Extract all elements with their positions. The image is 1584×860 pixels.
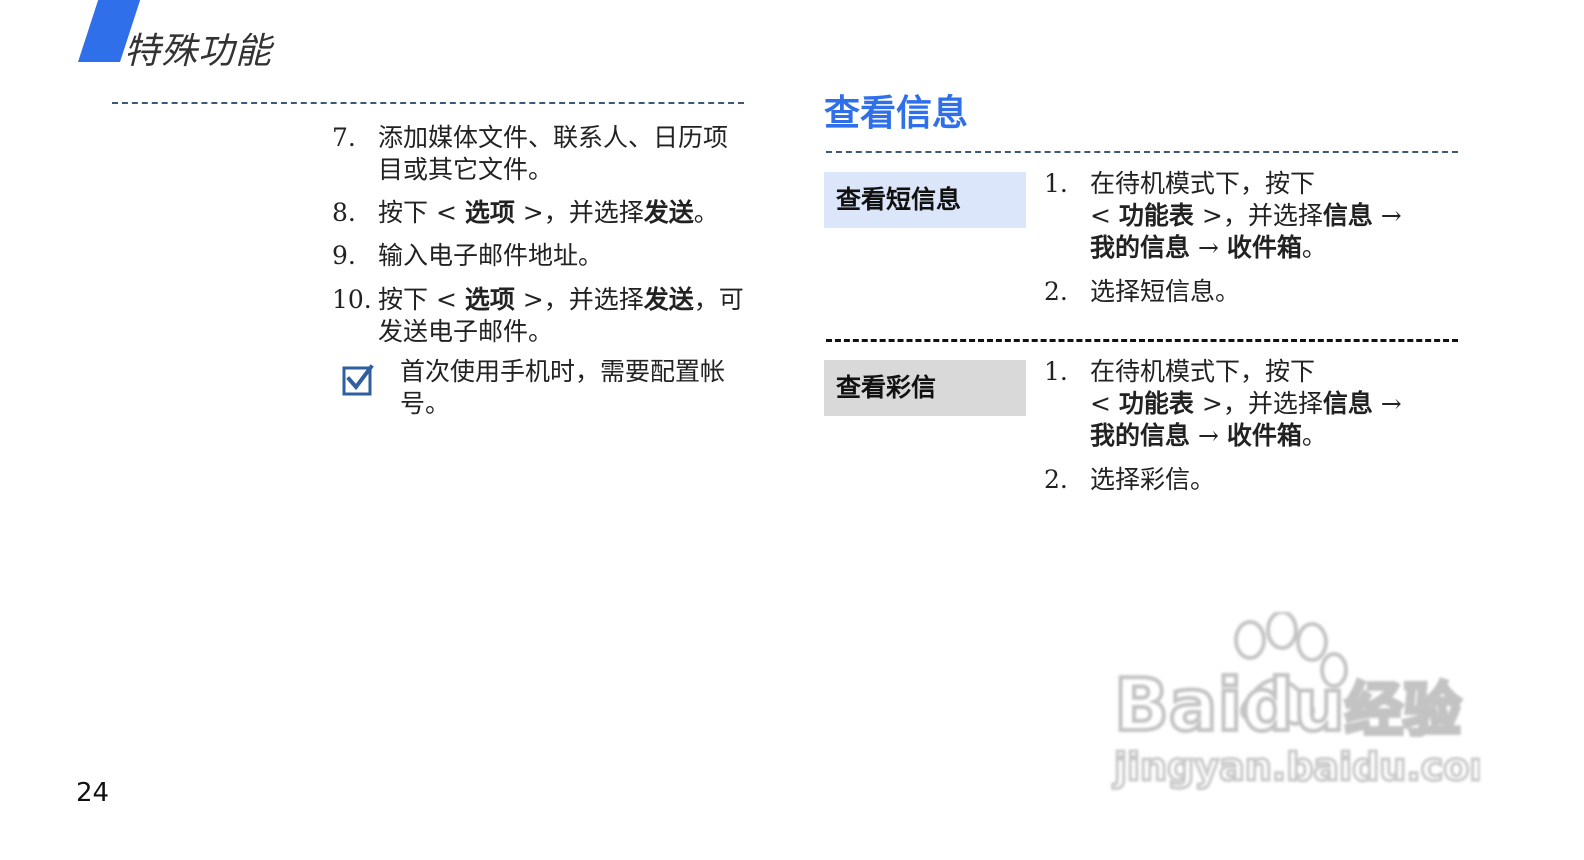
key-label-options: 选项 xyxy=(464,198,515,227)
step-text: 按下 < xyxy=(378,285,465,314)
step-text: 选择短信息。 xyxy=(1090,277,1241,306)
step-text-line: 在待机模式下，按下 xyxy=(1090,357,1316,386)
section-divider xyxy=(826,339,1458,342)
menu-label-my-messages: 我的信息 xyxy=(1090,421,1191,450)
step-number: 1. xyxy=(1044,169,1068,198)
step-text: < xyxy=(1090,389,1119,418)
key-label-menu: 功能表 xyxy=(1118,201,1194,230)
section-title: 查看信息 xyxy=(824,93,969,134)
step-number: 2. xyxy=(1044,277,1068,306)
step-text: ，可 xyxy=(693,285,744,314)
watermark-brand-cn: 经验 xyxy=(1345,676,1461,744)
step-text: 。 xyxy=(693,198,719,227)
step-text: 输入电子邮件地址。 xyxy=(378,241,604,270)
step-8: 8. 按下 < 选项 >，并选择发送。 xyxy=(332,197,752,229)
menu-label-inbox: 收件箱 xyxy=(1226,421,1302,450)
note-text-line: 号。 xyxy=(400,389,451,418)
step-text: >，并选择 xyxy=(1193,201,1323,230)
menu-label-inbox: 收件箱 xyxy=(1226,233,1302,262)
note-block: 首次使用手机时，需要配置帐 号。 xyxy=(342,356,752,420)
menu-label-send: 发送 xyxy=(643,285,694,314)
sms-step-2: 2. 选择短信息。 xyxy=(1044,276,1444,308)
step-10: 10. 按下 < 选项 >，并选择发送，可 发送电子邮件。 xyxy=(332,284,752,348)
key-label-options: 选项 xyxy=(464,285,515,314)
right-divider xyxy=(826,151,1458,153)
step-number: 1. xyxy=(1044,357,1068,386)
mms-step-2: 2. 选择彩信。 xyxy=(1044,464,1444,496)
step-number: 8. xyxy=(332,198,356,227)
step-number: 7. xyxy=(332,123,356,152)
arrow-text: → xyxy=(1190,421,1227,450)
left-divider xyxy=(112,102,744,104)
step-number: 2. xyxy=(1044,465,1068,494)
page-number: 24 xyxy=(76,778,110,808)
chapter-title: 特殊功能 xyxy=(124,31,273,72)
watermark-url: jingyan.baidu.com xyxy=(1112,745,1480,789)
step-text-line: 在待机模式下，按下 xyxy=(1090,169,1316,198)
menu-label-my-messages: 我的信息 xyxy=(1090,233,1191,262)
arrow-text: → xyxy=(1372,389,1402,418)
step-text-line: 发送电子邮件。 xyxy=(378,317,554,346)
step-text: >，并选择 xyxy=(514,285,644,314)
step-9: 9. 输入电子邮件地址。 xyxy=(332,240,752,272)
paw-icon xyxy=(1234,612,1348,727)
step-text: >，并选择 xyxy=(1193,389,1323,418)
arrow-text: → xyxy=(1190,233,1227,262)
menu-label-send: 发送 xyxy=(643,198,694,227)
step-text: >，并选择 xyxy=(514,198,644,227)
step-text: 选择彩信。 xyxy=(1090,465,1216,494)
step-7: 7. 添加媒体文件、联系人、日历项 目或其它文件。 xyxy=(332,122,752,186)
checkbox-icon xyxy=(342,364,374,396)
menu-label-messages: 信息 xyxy=(1322,389,1373,418)
subheading-view-sms: 查看短信息 xyxy=(824,172,1026,228)
step-text: 。 xyxy=(1301,421,1327,450)
arrow-text: → xyxy=(1372,201,1402,230)
watermark-brand: Baidu xyxy=(1114,663,1345,747)
step-text: 按下 < xyxy=(378,198,465,227)
step-text: 。 xyxy=(1301,233,1327,262)
step-text-line: 目或其它文件。 xyxy=(378,155,554,184)
key-label-menu: 功能表 xyxy=(1118,389,1194,418)
step-number: 9. xyxy=(332,241,356,270)
step-text: < xyxy=(1090,201,1119,230)
mms-step-1: 1. 在待机模式下，按下 < 功能表 >，并选择信息 → 我的信息 → 收件箱。 xyxy=(1044,356,1444,452)
step-text-line: 添加媒体文件、联系人、日历项 xyxy=(378,123,729,152)
menu-label-messages: 信息 xyxy=(1322,201,1373,230)
sms-step-1: 1. 在待机模式下，按下 < 功能表 >，并选择信息 → 我的信息 → 收件箱。 xyxy=(1044,168,1444,264)
note-text-line: 首次使用手机时，需要配置帐 xyxy=(400,357,726,386)
step-number: 10. xyxy=(332,285,372,314)
baidu-watermark-logo: Baidu 经验 jingyan.baidu.com xyxy=(1111,612,1480,791)
subheading-view-mms: 查看彩信 xyxy=(824,360,1026,416)
